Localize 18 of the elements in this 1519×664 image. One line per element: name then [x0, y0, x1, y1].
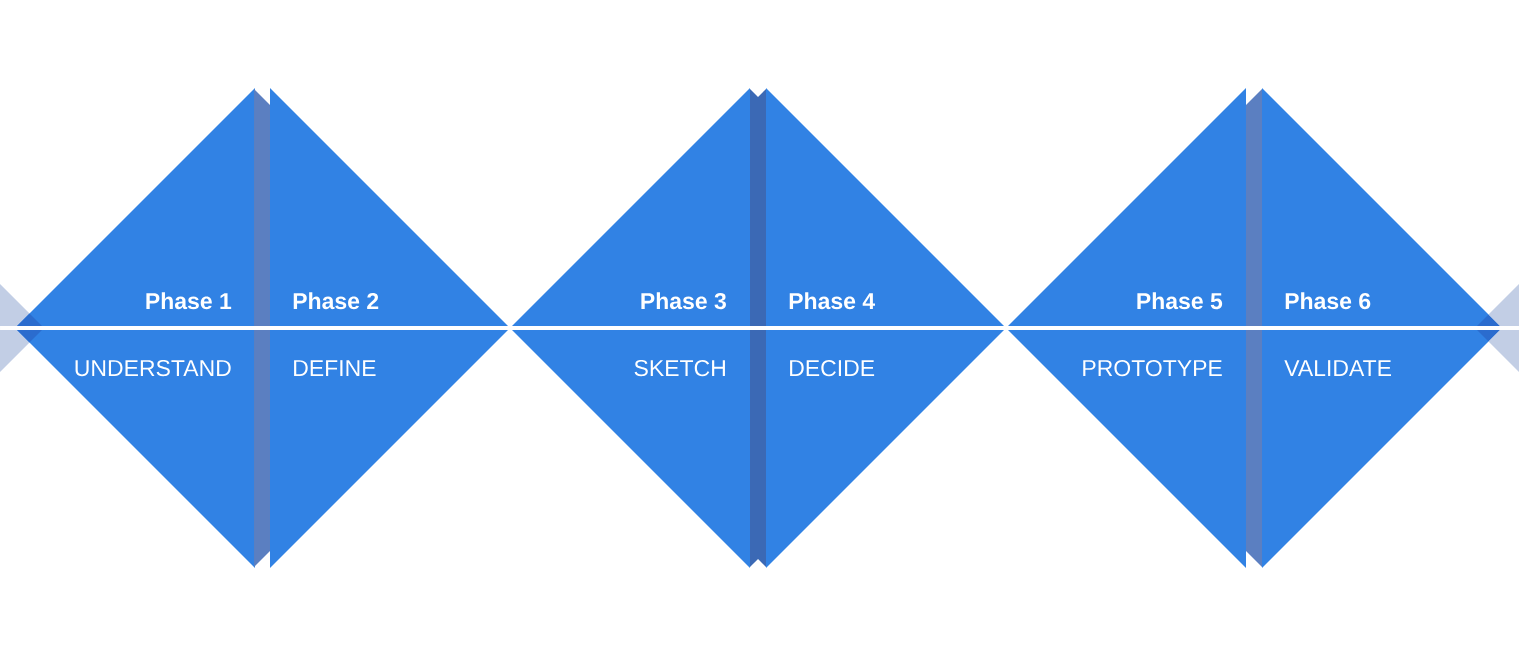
triangle — [1246, 88, 1502, 568]
triangle — [510, 88, 766, 568]
phase-name: DEFINE — [294, 360, 376, 376]
phase-name: PROTOTYPE — [1083, 359, 1222, 377]
phase-heading: Phase 3 — [641, 292, 726, 310]
triangle — [270, 88, 510, 568]
phase-heading: Phase 2 — [293, 292, 379, 310]
phase-name: DECIDE — [790, 359, 875, 377]
phase-heading: Phase 4 — [789, 292, 875, 310]
phase-name: VALIDATE — [1284, 360, 1391, 376]
phase-heading: Phase 6 — [1285, 292, 1371, 310]
triangle — [15, 88, 270, 568]
phase-heading: Phase 1 — [146, 292, 232, 310]
triangle — [766, 88, 1006, 568]
phase-heading: Phase 5 — [1137, 292, 1223, 310]
phase-name: SKETCH — [634, 359, 725, 377]
phase-name: UNDERSTAND — [75, 359, 231, 377]
triangle — [1006, 88, 1246, 568]
